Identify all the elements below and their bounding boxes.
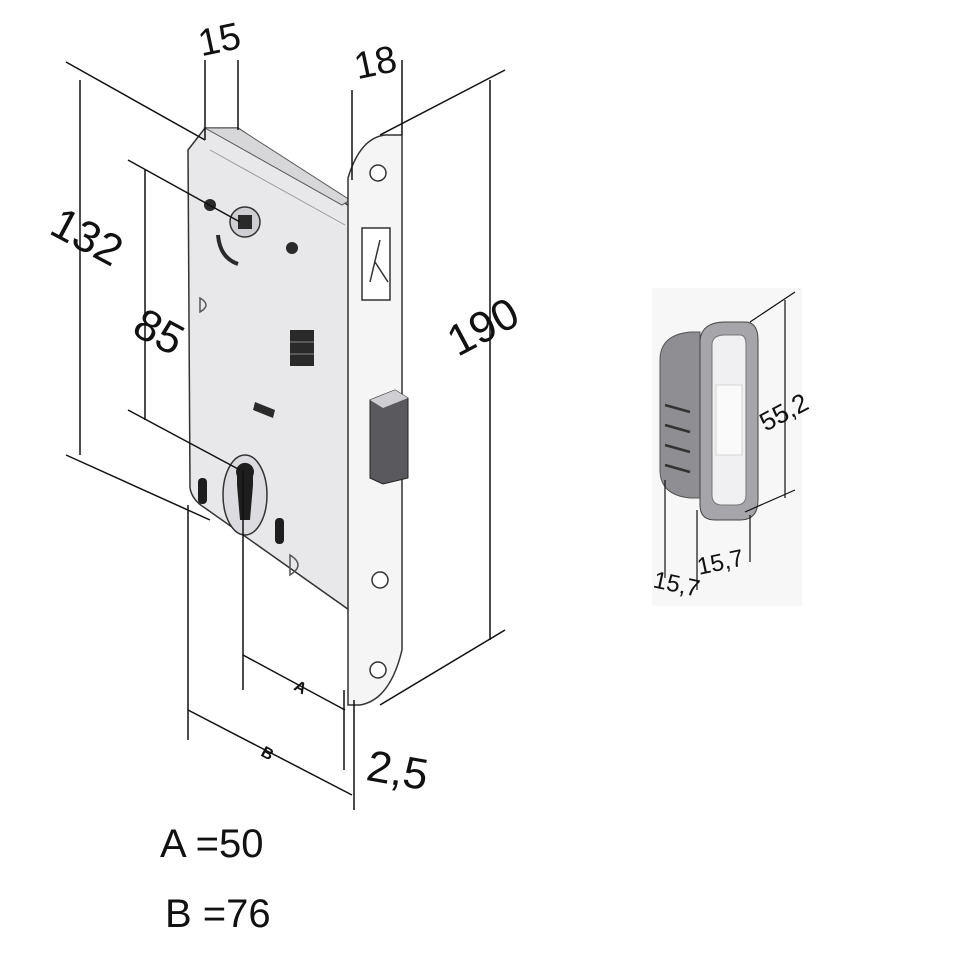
magnet-grille: [290, 330, 314, 366]
cylinder-slot-right: [275, 518, 284, 544]
faceplate-screw-bottom: [369, 661, 387, 679]
d-mark-lower: [289, 553, 299, 577]
small-slot: [253, 402, 275, 418]
legend-a: A =50: [160, 822, 264, 866]
screw-hole-2: [286, 242, 298, 254]
strike-ribs: [664, 403, 691, 474]
lock-body-edge: [209, 149, 346, 226]
strike-body: [659, 331, 701, 499]
latch-bolt-mark: [369, 239, 389, 283]
dimension-lines: [65, 60, 506, 810]
cylinder-hole: [236, 462, 255, 520]
dim-18: 18: [350, 38, 400, 88]
cylinder-slot-left: [198, 478, 207, 504]
dim-132: 132: [43, 198, 131, 276]
dim-2-5: 2,5: [363, 741, 432, 800]
faceplate-screw-mid: [371, 571, 389, 589]
strike-inner-rail: [715, 384, 743, 456]
strike-plate: 55,2 15,7 15,7: [651, 288, 813, 606]
dim-label-a: A: [291, 678, 310, 699]
magnet-bolt-face: [370, 390, 408, 408]
hub-slot: [216, 234, 239, 266]
spindle-square: [238, 215, 252, 229]
legend-b: B =76: [165, 892, 271, 936]
dim-15: 15: [194, 15, 244, 65]
dim-85: 85: [126, 299, 192, 365]
mortise-lock: 15 18 132 85 190 2,5 A B: [43, 15, 527, 810]
dim-190: 190: [439, 288, 527, 366]
d-mark-upper: [199, 296, 207, 314]
faceplate-screw-top: [369, 164, 387, 182]
strike-dimension-lines: [664, 291, 796, 590]
